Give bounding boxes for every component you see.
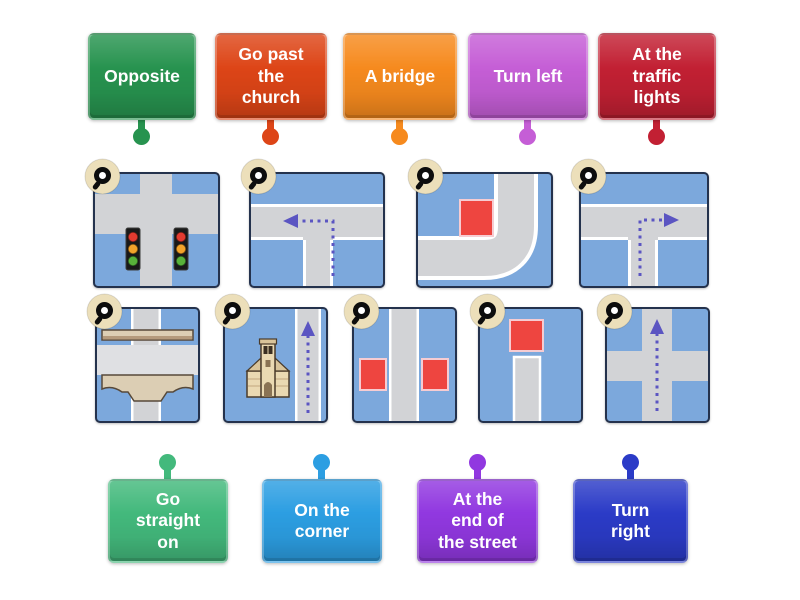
tile-a-bridge[interactable] bbox=[86, 293, 200, 423]
label-card-at-the-traffic-lights[interactable]: At the traffic lights bbox=[598, 33, 716, 120]
tile-turn-right[interactable] bbox=[570, 158, 709, 288]
label-pin-dot bbox=[469, 454, 486, 471]
tile-go-past-the-church[interactable] bbox=[214, 293, 328, 423]
label-pin-dot bbox=[622, 454, 639, 471]
map-pin-icon bbox=[570, 158, 607, 195]
map-pin-icon bbox=[240, 158, 277, 195]
label-pin-stem bbox=[267, 116, 274, 132]
label-pin-stem bbox=[396, 116, 403, 132]
label-pin-stem bbox=[138, 116, 145, 132]
bridge-image bbox=[95, 307, 200, 423]
map-pin-icon bbox=[86, 293, 123, 330]
tile-crossroads-with-traffic-lights[interactable] bbox=[84, 158, 220, 288]
label-card-a-bridge[interactable]: A bridge bbox=[343, 33, 457, 120]
label-pin-stem bbox=[164, 460, 171, 482]
label-card-go-past-the-church[interactable]: Go past the church bbox=[215, 33, 327, 120]
label-card-opposite[interactable]: Opposite bbox=[88, 33, 196, 120]
traffic-light-icon bbox=[125, 227, 141, 271]
turn-left-image bbox=[249, 172, 385, 288]
label-pin-dot bbox=[159, 454, 176, 471]
tile-turn-left[interactable] bbox=[240, 158, 385, 288]
tile-opposite[interactable] bbox=[343, 293, 457, 423]
route-arrow-left-icon bbox=[297, 219, 335, 276]
label-card-on-the-corner[interactable]: On the corner bbox=[262, 479, 382, 563]
label-pin-dot bbox=[519, 128, 536, 145]
label-pin-dot bbox=[391, 128, 408, 145]
map-pin-icon bbox=[343, 293, 380, 330]
corner-building-image bbox=[416, 172, 553, 288]
label-pin-dot bbox=[133, 128, 150, 145]
label-pin-stem bbox=[318, 460, 325, 482]
label-card-turn-left[interactable]: Turn left bbox=[468, 33, 588, 120]
red-building-icon bbox=[509, 319, 544, 352]
label-card-turn-right[interactable]: Turn right bbox=[573, 479, 688, 563]
crossroads-traffic-lights-image bbox=[93, 172, 220, 288]
map-pin-icon bbox=[469, 293, 506, 330]
label-pin-stem bbox=[474, 460, 481, 482]
label-pin-stem bbox=[653, 116, 660, 132]
label-pin-dot bbox=[262, 128, 279, 145]
map-pin-icon bbox=[214, 293, 251, 330]
label-pin-stem bbox=[524, 116, 531, 132]
red-building-icon bbox=[359, 358, 387, 391]
map-pin-icon bbox=[84, 158, 121, 195]
map-pin-icon bbox=[596, 293, 633, 330]
church-icon bbox=[245, 338, 291, 398]
tile-on-the-corner[interactable] bbox=[407, 158, 553, 288]
red-building-icon bbox=[421, 358, 449, 391]
label-pin-dot bbox=[648, 128, 665, 145]
turn-right-image bbox=[579, 172, 709, 288]
map-pin-icon bbox=[407, 158, 444, 195]
tile-go-straight-on[interactable] bbox=[596, 293, 710, 423]
bridge-icon bbox=[101, 329, 194, 402]
label-pin-stem bbox=[627, 460, 634, 482]
label-card-at-the-end-of-the-street[interactable]: At the end of the street bbox=[417, 479, 538, 563]
tile-at-the-end-of-the-street[interactable] bbox=[469, 293, 583, 423]
traffic-light-icon bbox=[173, 227, 189, 271]
red-building-icon bbox=[459, 199, 494, 237]
label-pin-dot bbox=[313, 454, 330, 471]
label-card-go-straight-on[interactable]: Go straight on bbox=[108, 479, 228, 563]
